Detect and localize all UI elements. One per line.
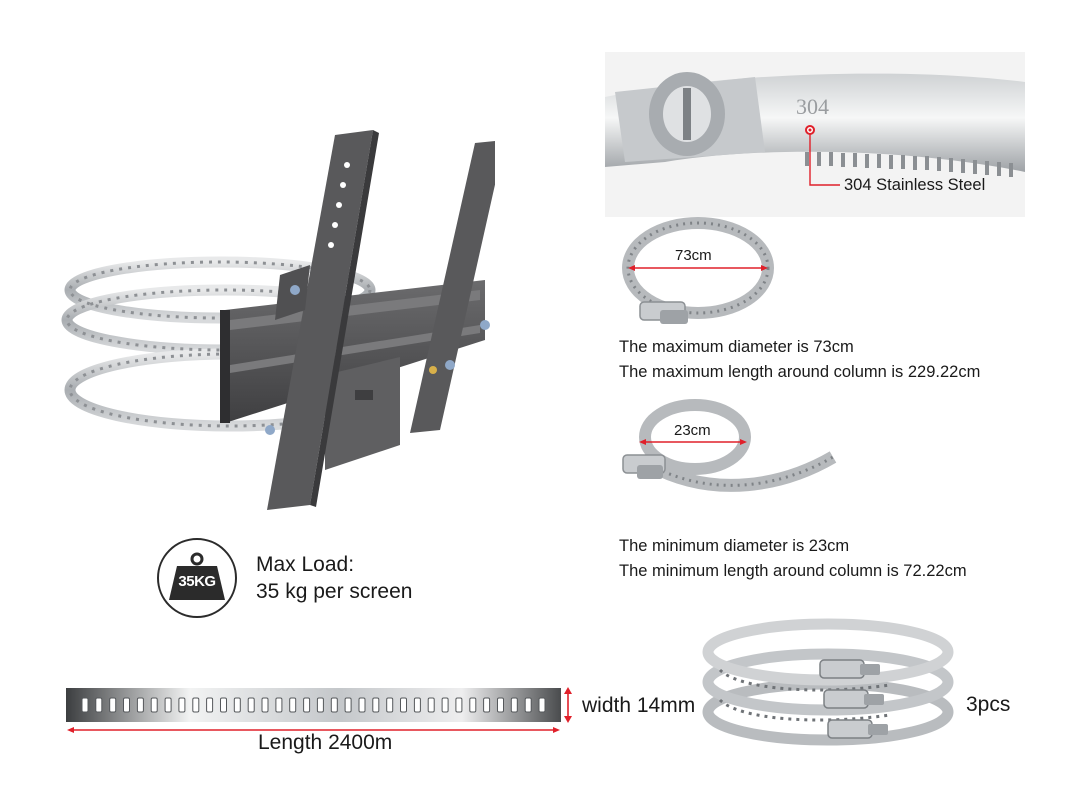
min-diameter-clamp-image [622, 399, 837, 492]
clamp-screw-closeup-image [605, 52, 1025, 217]
max-load-title: Max Load: [256, 553, 355, 576]
max-load-badge: 35KG [157, 538, 237, 618]
strap-slot [441, 697, 449, 713]
strap-slot [123, 697, 130, 713]
stamp-304-text: 304 [796, 94, 829, 119]
strap-slot [136, 697, 144, 713]
max-diameter-clamp-image [622, 217, 774, 324]
max-diameter-line1: The maximum diameter is 73cm [619, 338, 854, 356]
strap-slot [386, 697, 394, 713]
strap-slot [524, 697, 532, 713]
strap-slot [413, 697, 421, 713]
strap-slot [483, 697, 491, 713]
strap-width-label: width 14mm [582, 694, 696, 717]
strap-slot [275, 697, 283, 713]
min-diameter-label: 23cm [674, 422, 711, 439]
strap-slot [344, 697, 352, 713]
width-dimension-arrow [564, 687, 572, 723]
strap-slot [261, 697, 269, 713]
strap-slot [427, 697, 435, 713]
strap-slot [316, 697, 324, 713]
strap-slot [330, 697, 338, 713]
strap-slot [358, 697, 366, 713]
material-label: 304 Stainless Steel [844, 176, 986, 194]
clamp-set-image [702, 618, 954, 746]
strap-slot [206, 697, 214, 713]
strap-slot [109, 697, 117, 713]
strap-slot [400, 697, 407, 713]
length-dimension-arrow [67, 727, 560, 733]
quantity-label: 3pcs [966, 693, 1011, 716]
strap-slot [510, 697, 518, 713]
strap-slot [164, 697, 172, 713]
strap-slot [220, 697, 227, 713]
steel-strap-image [66, 688, 561, 722]
strap-slot [150, 697, 158, 713]
strap-slot [178, 697, 186, 713]
strap-length-label: Length 2400m [258, 731, 393, 754]
strap-slot [81, 697, 89, 713]
max-diameter-label: 73cm [675, 247, 712, 264]
strap-slot [303, 697, 311, 713]
min-diameter-line1: The minimum diameter is 23cm [619, 537, 850, 555]
strap-slot [497, 697, 504, 713]
strap-slot [95, 697, 103, 713]
strap-slot [233, 697, 241, 713]
strap-slot [455, 697, 463, 713]
right-vertical-arm [410, 141, 495, 433]
min-diameter-line2: The minimum length around column is 72.2… [619, 562, 967, 580]
weight-value: 35KG [178, 573, 216, 590]
strap-slot [247, 697, 255, 713]
strap-slot [192, 697, 200, 713]
strap-slot [372, 697, 380, 713]
max-load-subtitle: 35 kg per screen [256, 580, 413, 603]
weight-icon [169, 552, 225, 600]
strap-slot [469, 697, 477, 713]
max-diameter-line2: The maximum length around column is 229.… [619, 363, 981, 381]
strap-slot [289, 697, 297, 713]
pole-mount-bracket-image [61, 130, 495, 510]
strap-slot [538, 697, 546, 713]
left-vertical-arm [265, 130, 379, 510]
